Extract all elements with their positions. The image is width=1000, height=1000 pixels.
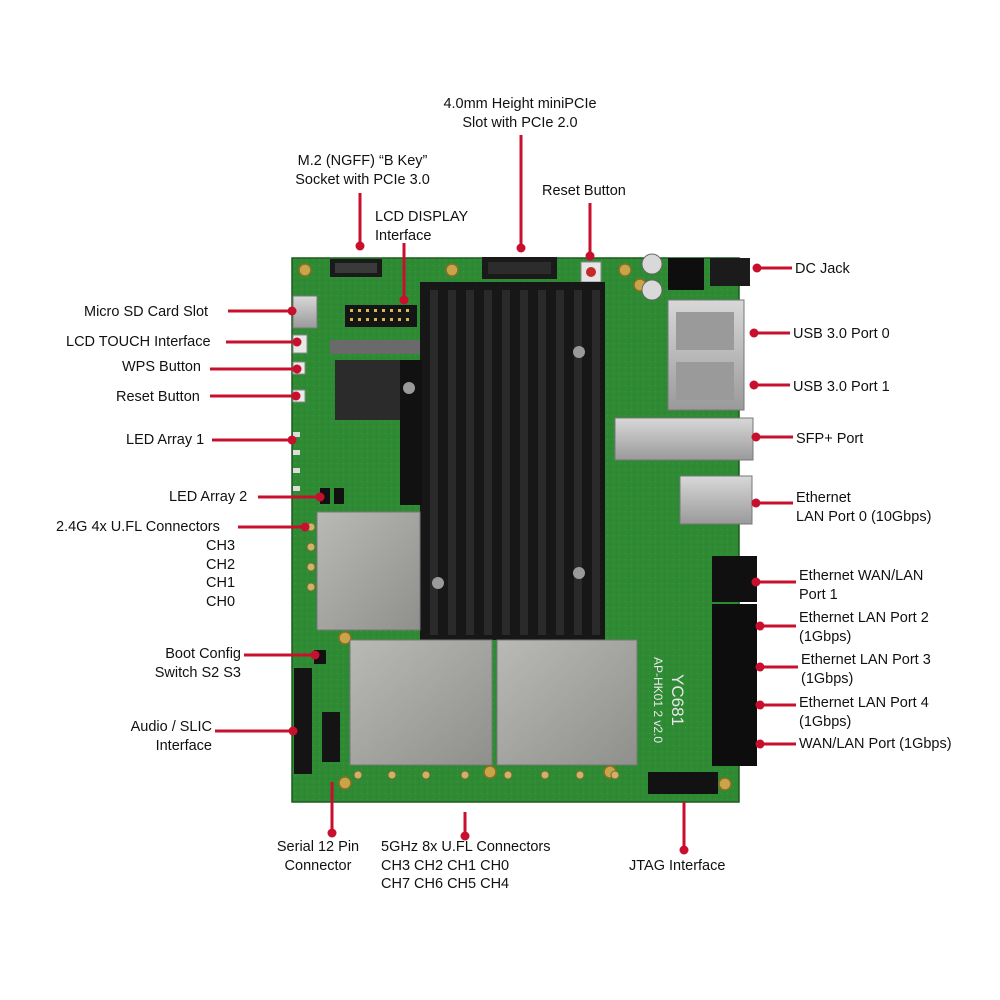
callout-lines xyxy=(210,135,798,855)
callout-dot-dc-jack xyxy=(752,263,762,273)
callout-dot-ufl-24g xyxy=(300,522,310,532)
ufl-5g-connectors xyxy=(353,770,620,780)
eth-wan-block xyxy=(712,556,757,602)
reset-button-top xyxy=(580,261,602,283)
callout-dot-wps xyxy=(292,364,302,374)
silkscreen-name: AP-HK01 2 v2.0 xyxy=(651,657,665,743)
callout-dot-reset-left xyxy=(291,391,301,401)
silkscreen: YC681 AP-HK01 2 v2.0 xyxy=(651,657,687,743)
rf-shield-5g-left xyxy=(349,639,493,766)
callout-dot-jtag xyxy=(679,845,689,855)
usb-ports xyxy=(667,299,745,411)
capacitors xyxy=(641,253,663,301)
dc-jack xyxy=(668,258,750,290)
callout-dot-led2 xyxy=(315,492,325,502)
lcd-display-header xyxy=(345,305,417,327)
callout-dot-led1 xyxy=(287,435,297,445)
serial-header xyxy=(322,712,340,762)
led-array-1 xyxy=(293,432,300,491)
rf-shield-24g xyxy=(316,511,421,631)
callout-dot-boot xyxy=(310,650,320,660)
callout-dot-eth-lan2 xyxy=(755,621,765,631)
m2-socket xyxy=(330,259,382,277)
microsd-slot xyxy=(292,295,318,329)
heatsink xyxy=(400,282,605,640)
callout-dot-sfp xyxy=(751,432,761,442)
eth-lan-block xyxy=(712,604,757,766)
callout-dot-eth-wan1 xyxy=(751,577,761,587)
callout-dot-usb0 xyxy=(749,328,759,338)
callout-dot-microsd xyxy=(287,306,297,316)
callout-dot-eth-lan3 xyxy=(755,662,765,672)
callout-dot-eth-lan4 xyxy=(755,700,765,710)
callout-dot-reset-top xyxy=(585,251,595,261)
callout-dot-ufl-5g xyxy=(460,831,470,841)
callout-dot-serial xyxy=(327,828,337,838)
callout-dot-lcd-display xyxy=(399,295,409,305)
callout-dot-audio xyxy=(288,726,298,736)
audio-slic-header xyxy=(294,668,312,774)
callout-dot-wan-lan xyxy=(755,739,765,749)
led-array-2 xyxy=(320,488,344,504)
callout-dot-m2 xyxy=(355,241,365,251)
callout-dot-usb1 xyxy=(749,380,759,390)
callout-dot-minipcie xyxy=(516,243,526,253)
minipcie-slot xyxy=(482,257,557,279)
jtag-header xyxy=(648,772,718,794)
eth-10g-port xyxy=(679,475,753,525)
callout-dot-eth0 xyxy=(751,498,761,508)
callout-dot-lcd-touch xyxy=(292,337,302,347)
rf-shield-5g-right xyxy=(496,639,638,766)
silkscreen-model: YC681 xyxy=(668,674,687,726)
sfp-port xyxy=(614,417,754,461)
